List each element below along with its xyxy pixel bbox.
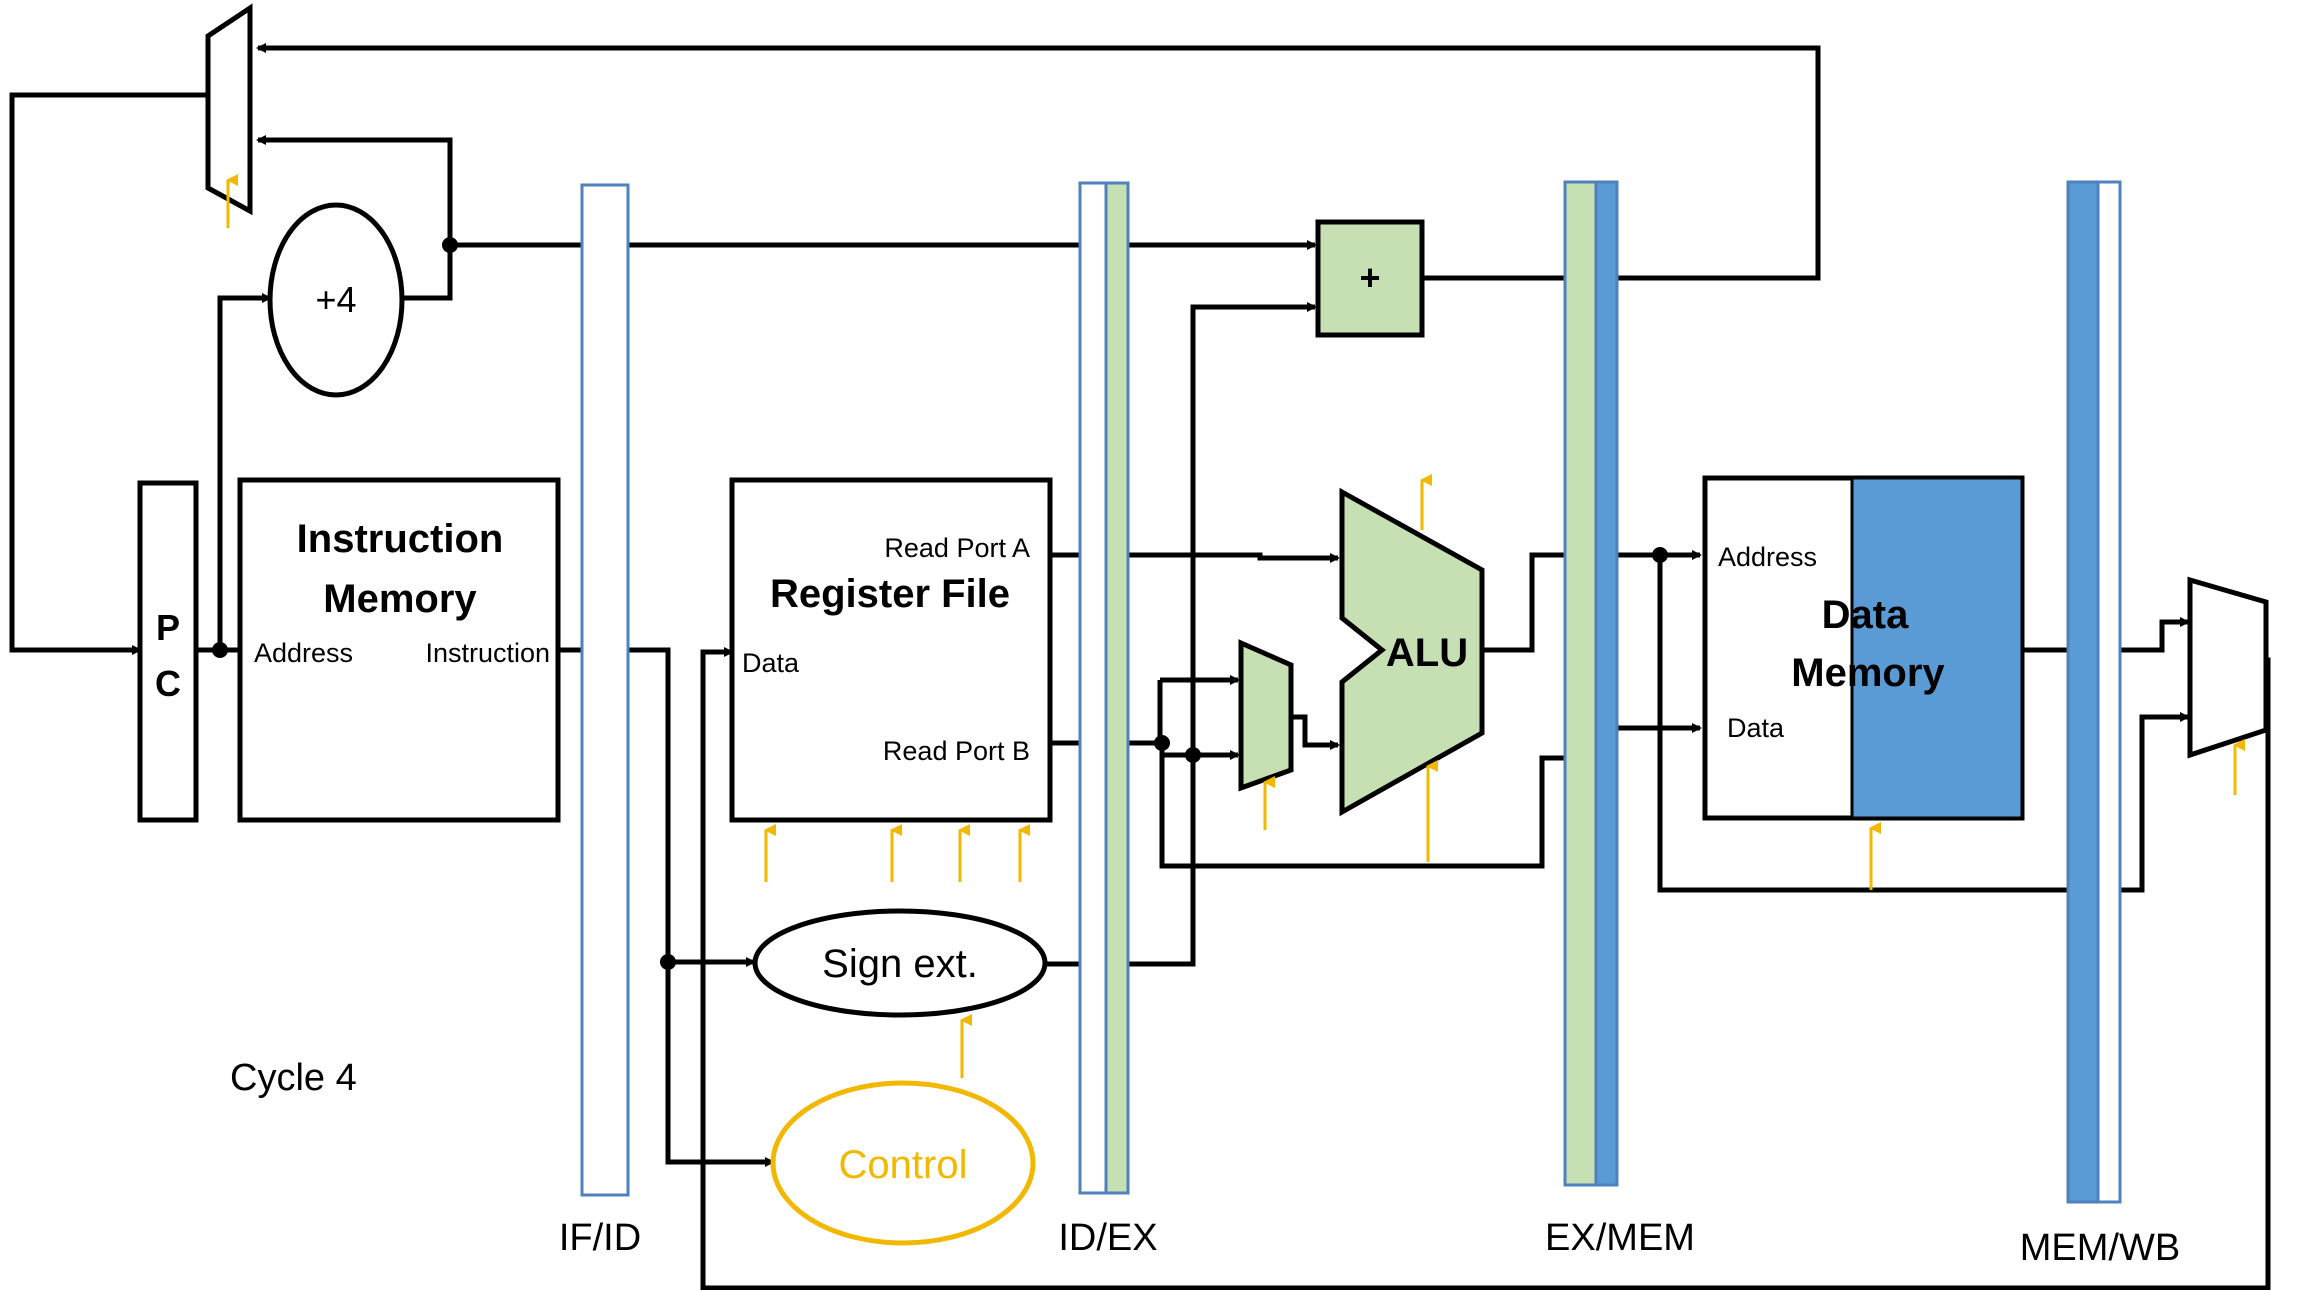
- wire-mux-to-pc: [9, 92, 208, 655]
- wires: [9, 43, 2271, 1290]
- mem-wb-register-fill: [2066, 180, 2100, 1204]
- imem-title-2: Memory: [323, 577, 477, 621]
- sign-extend-unit: [752, 908, 1048, 1018]
- wire-pc-to-plus4: [217, 293, 272, 650]
- regfile-read-port-a: Read Port A: [884, 533, 1030, 563]
- alu-input-mux: [1238, 639, 1294, 792]
- regfile-read-port-b: Read Port B: [883, 736, 1030, 766]
- register-file: [729, 477, 1053, 823]
- pc-label-p: P: [156, 607, 180, 648]
- writeback-mux: [2187, 576, 2269, 759]
- pc-label-c: C: [155, 663, 181, 704]
- plus4-adder: [267, 202, 405, 398]
- plus4-label: +4: [315, 279, 356, 320]
- dmem-title-2: Memory: [1791, 651, 1945, 695]
- sign-ext-label: Sign ext.: [822, 942, 978, 986]
- id-ex-label: ID/EX: [1058, 1217, 1157, 1259]
- wire-plus4-out: [256, 135, 453, 301]
- pc-source-mux: [205, 3, 253, 216]
- ex-mem-register-fill: [1594, 180, 1619, 1187]
- cycle-label: Cycle 4: [230, 1057, 357, 1099]
- dmem-address-label: Address: [1718, 542, 1817, 572]
- imem-title-1: Instruction: [297, 517, 504, 561]
- imem-instruction-label: Instruction: [425, 638, 550, 668]
- imem-address-label: Address: [254, 638, 353, 668]
- dmem-title-1: Data: [1822, 593, 1909, 637]
- wire-rpa-to-alu: [1128, 552, 1340, 563]
- branch-adder: [1315, 219, 1425, 338]
- ex-mem-label: EX/MEM: [1545, 1217, 1695, 1259]
- wire-exmem-bypass: [1657, 555, 2068, 893]
- id-ex-register-fill: [1104, 181, 1130, 1195]
- data-memory-highlight: [1850, 476, 2024, 820]
- mem-wb-label: MEM/WB: [2020, 1227, 2180, 1269]
- wire-wb-alu-to-mux: [2120, 712, 2190, 893]
- regfile-title: Register File: [770, 572, 1010, 616]
- wire-rpb-to-exmem: [1159, 743, 1565, 869]
- control-label: Control: [839, 1143, 968, 1187]
- if-id-label: IF/ID: [559, 1217, 641, 1259]
- wire-signext-out: [1128, 302, 1317, 967]
- dmem-data-label: Data: [1727, 713, 1785, 743]
- junction-dots: [212, 237, 1668, 970]
- wire-alu-out: [1482, 552, 1565, 653]
- branch-adder-label: +: [1359, 257, 1380, 298]
- pc-register: [137, 480, 199, 823]
- wire-memwb-to-mux: [2120, 617, 2190, 653]
- if-id-register: [580, 183, 630, 1197]
- wire-mux-to-alu: [1291, 714, 1340, 750]
- wire-branch-to-mux: [256, 43, 1821, 281]
- instruction-memory: [237, 477, 561, 823]
- regfile-data-label: Data: [742, 648, 800, 678]
- wire-ifid-out: [628, 647, 775, 1167]
- alu: [1339, 487, 1485, 817]
- control-unit: [770, 1080, 1036, 1246]
- alu-label: ALU: [1386, 631, 1468, 675]
- control-signals: [226, 174, 2245, 1078]
- wire-rpb-out: [1128, 740, 1240, 760]
